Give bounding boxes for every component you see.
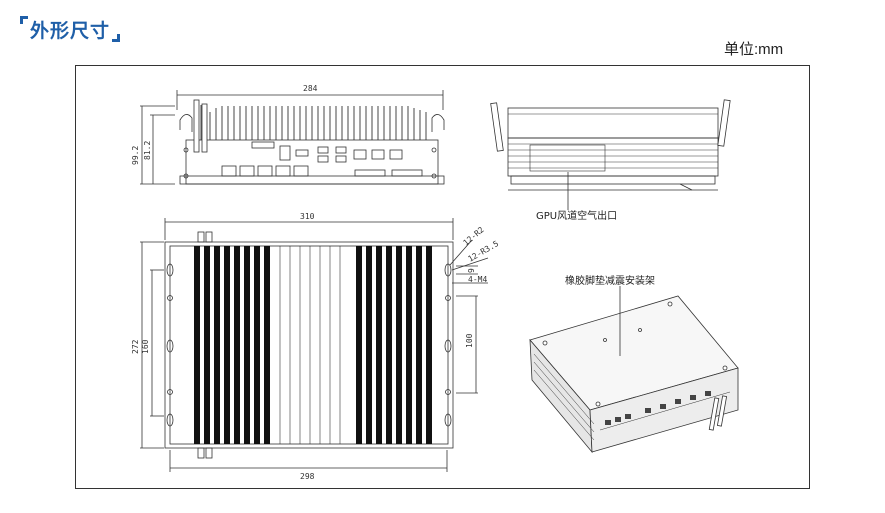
drawing-frame (75, 65, 810, 489)
title-corner-left (20, 16, 28, 24)
gpu-vent-callout: GPU风道空气出口 (536, 209, 617, 222)
label-4-m4: 4-M4 (468, 275, 487, 284)
unit-label: 单位:mm (724, 41, 784, 58)
section-title: 外形尺寸 (20, 14, 121, 44)
dim-81-2: 81.2 (143, 141, 152, 160)
section-title-text: 外形尺寸 (30, 19, 111, 42)
dim-99-2: 99.2 (131, 146, 140, 165)
dim-100: 100 (465, 333, 474, 348)
side-view (490, 99, 731, 210)
title-corner-right (112, 34, 121, 42)
dim-272: 272 (131, 339, 140, 354)
dim-284: 284 (303, 84, 318, 93)
label-12-r2: 12-R2 (462, 225, 486, 247)
isometric-view (529, 286, 739, 454)
dim-298: 298 (300, 472, 315, 481)
front-view (140, 90, 445, 185)
dim-9: 9 (467, 268, 476, 273)
rubber-feet-callout: 橡胶脚垫减震安装架 (565, 274, 655, 287)
top-view (140, 218, 489, 472)
dim-160: 160 (141, 339, 150, 354)
dim-310: 310 (300, 212, 315, 221)
